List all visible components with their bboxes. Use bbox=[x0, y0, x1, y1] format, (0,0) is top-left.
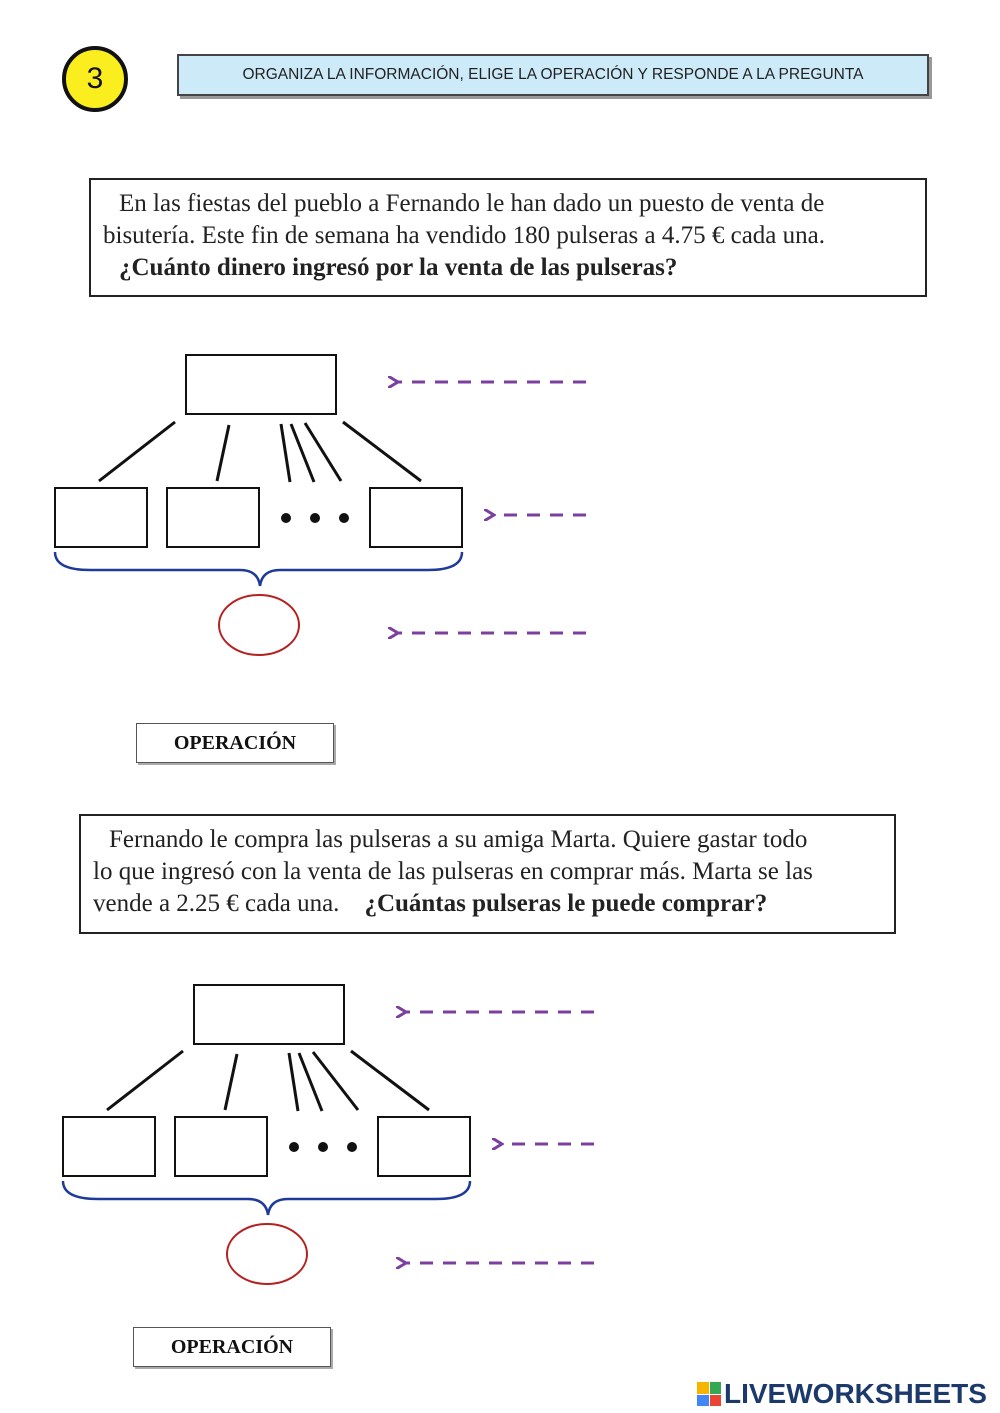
diagram-2-curly-brace bbox=[61, 1180, 472, 1216]
diagram-1-branch-line bbox=[342, 420, 422, 483]
diagram-1-branch-line bbox=[303, 422, 343, 482]
problem-1-line-2: bisutería. Este fin de semana ha vendido… bbox=[103, 222, 825, 249]
diagram-2-ellipsis-dot bbox=[289, 1142, 299, 1152]
problem-1-question: ¿Cuánto dinero ingresó por la venta de l… bbox=[119, 254, 678, 281]
operation-label-2: OPERACIÓN bbox=[133, 1327, 331, 1367]
diagram-1-branch-line bbox=[279, 423, 292, 483]
operation-label-1: OPERACIÓN bbox=[136, 723, 334, 763]
diagram-2-part-box[interactable] bbox=[377, 1116, 471, 1177]
diagram-1-ellipsis-dot bbox=[281, 513, 291, 523]
problem-2-question: ¿Cuántas pulseras le puede comprar? bbox=[364, 890, 768, 917]
problem-2-line-3-text: vende a 2.25 € cada una. bbox=[93, 890, 340, 917]
diagram-1-branch-line bbox=[98, 420, 176, 483]
diagram-2-branch-line bbox=[223, 1053, 239, 1111]
diagram-2-ellipsis-dot bbox=[347, 1142, 357, 1152]
diagram-1-ellipsis-dot bbox=[339, 513, 349, 523]
diagram-2-branch-line bbox=[287, 1052, 300, 1112]
problem-1-line-1: En las fiestas del pueblo a Fernando le … bbox=[119, 190, 825, 217]
diagram-1-branch-line bbox=[289, 423, 316, 483]
diagram-2-branch-line bbox=[311, 1051, 360, 1111]
diagram-2 bbox=[61, 984, 594, 1285]
problem-2-line-1: Fernando le compra las pulseras a su ami… bbox=[109, 826, 808, 853]
instruction-banner: ORGANIZA LA INFORMACIÓN, ELIGE LA OPERAC… bbox=[177, 54, 929, 96]
problem-1-statement: En las fiestas del pueblo a Fernando le … bbox=[89, 178, 927, 297]
diagram-1-part-box[interactable] bbox=[369, 487, 463, 548]
diagram-1-branch-line bbox=[215, 424, 231, 482]
problem-2-statement: Fernando le compra las pulseras a su ami… bbox=[79, 814, 896, 934]
diagram-1 bbox=[53, 354, 586, 656]
diagram-2-total-box[interactable] bbox=[193, 984, 345, 1045]
diagram-2-branch-line bbox=[106, 1049, 184, 1112]
diagram-2-count-ellipse[interactable] bbox=[226, 1223, 308, 1285]
liveworksheets-logo: LIVEWORKSHEETS bbox=[697, 1378, 987, 1410]
diagram-1-part-box[interactable] bbox=[166, 487, 260, 548]
liveworksheets-logo-text: LIVEWORKSHEETS bbox=[724, 1378, 987, 1409]
exercise-number-badge: 3 bbox=[62, 46, 128, 112]
diagram-1-part-box[interactable] bbox=[54, 487, 148, 548]
diagram-1-ellipsis-dot bbox=[310, 513, 320, 523]
diagram-2-branch-line bbox=[297, 1052, 324, 1112]
diagram-1-count-ellipse[interactable] bbox=[218, 594, 300, 656]
diagram-2-part-box[interactable] bbox=[174, 1116, 268, 1177]
diagram-1-total-box[interactable] bbox=[185, 354, 337, 415]
diagram-2-part-box[interactable] bbox=[62, 1116, 156, 1177]
diagram-2-ellipsis-dot bbox=[318, 1142, 328, 1152]
problem-2-line-2: lo que ingresó con la venta de las pulse… bbox=[93, 858, 813, 885]
diagram-2-branch-line bbox=[350, 1049, 430, 1112]
liveworksheets-logo-icon bbox=[697, 1382, 721, 1406]
problem-2-line-3: vende a 2.25 € cada una. ¿Cuántas pulser… bbox=[93, 888, 884, 920]
diagram-1-curly-brace bbox=[53, 551, 464, 587]
